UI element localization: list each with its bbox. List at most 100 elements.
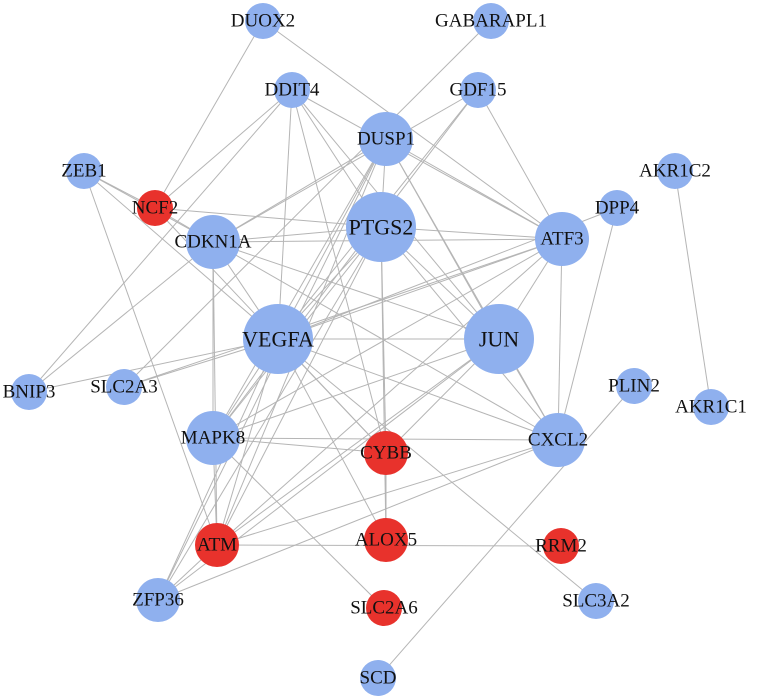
node-label-mapk8: MAPK8: [181, 428, 245, 449]
node-label-atm: ATM: [197, 535, 237, 556]
node-label-gdf15: GDF15: [449, 80, 506, 101]
edge-cdkn1a-atm: [212, 241, 218, 546]
edge-dusp1-cxcl2: [385, 138, 559, 441]
node-circle-ddit4: [274, 72, 310, 108]
node-circle-dusp1: [359, 112, 413, 166]
node-mapk8: MAPK8: [181, 411, 245, 465]
edge-dusp1-cdkn1a: [212, 138, 387, 243]
edge-zeb1-vegfa: [83, 170, 279, 340]
node-ddit4: DDIT4: [265, 72, 320, 108]
node-label-jun: JUN: [479, 327, 519, 352]
node-label-alox5: ALOX5: [355, 530, 417, 551]
edge-vegfa-bnip3: [28, 338, 279, 393]
node-label-vegfa: VEGFA: [242, 327, 314, 352]
node-circle-cybb: [364, 431, 408, 475]
edge-vegfa-slc3a2: [277, 338, 597, 602]
node-circle-slc2a3: [106, 369, 142, 405]
edge-plin2-scd: [377, 385, 635, 679]
edge-ddit4-bnip3: [28, 89, 293, 393]
node-circle-ncf2: [137, 190, 173, 226]
node-ncf2: NCF2: [132, 190, 178, 226]
edge-vegfa-atm: [216, 338, 279, 546]
node-slc2a3: SLC2A3: [90, 369, 158, 405]
edge-ptgs2-alox5: [380, 226, 387, 541]
node-zfp36: ZFP36: [132, 578, 184, 622]
node-label-rrm2: RRM2: [535, 536, 587, 557]
node-circle-bnip3: [11, 374, 47, 410]
node-slc3a2: SLC3A2: [562, 583, 630, 619]
node-scd: SCD: [360, 660, 396, 696]
node-label-slc3a2: SLC3A2: [562, 591, 630, 612]
node-circle-duox2: [245, 3, 281, 39]
edge-jun-atm: [216, 338, 500, 546]
edge-ddit4-cybb: [291, 89, 387, 454]
node-circle-akr1c2: [657, 153, 693, 189]
edge-zeb1-atm: [83, 170, 218, 546]
node-label-ncf2: NCF2: [132, 198, 178, 219]
node-label-akr1c2: AKR1C2: [639, 161, 711, 182]
edge-ncf2-ptgs2: [154, 207, 382, 228]
edge-atf3-cxcl2: [557, 238, 563, 441]
edge-mapk8-cybb: [212, 437, 387, 454]
node-label-zfp36: ZFP36: [132, 590, 184, 611]
node-ptgs2: PTGS2: [346, 192, 416, 262]
node-label-duox2: DUOX2: [231, 11, 295, 32]
node-akr1c2: AKR1C2: [639, 153, 711, 189]
node-circle-scd: [360, 660, 396, 696]
node-gabarapl1: GABARAPL1: [435, 3, 547, 39]
edge-dusp1-vegfa: [277, 138, 387, 340]
node-bnip3: BNIP3: [3, 374, 56, 410]
node-vegfa: VEGFA: [242, 304, 314, 374]
node-circle-plin2: [616, 368, 652, 404]
node-jun: JUN: [464, 304, 534, 374]
node-rrm2: RRM2: [535, 528, 587, 564]
node-label-plin2: PLIN2: [608, 376, 660, 397]
node-circle-gdf15: [460, 72, 496, 108]
node-circle-gabarapl1: [473, 3, 509, 39]
edge-atf3-atm: [216, 238, 563, 546]
edge-atf3-slc2a3: [123, 238, 563, 388]
edge-cdkn1a-cxcl2: [212, 241, 559, 441]
edge-ptgs2-atm: [216, 226, 382, 546]
node-label-bnip3: BNIP3: [3, 382, 56, 403]
node-circle-rrm2: [543, 528, 579, 564]
node-cdkn1a: CDKN1A: [174, 215, 252, 269]
node-label-atf3: ATF3: [540, 229, 583, 250]
node-label-ptgs2: PTGS2: [349, 215, 414, 240]
node-circle-dpp4: [599, 190, 635, 226]
edge-ptgs2-zfp36: [157, 226, 382, 601]
node-label-slc2a6: SLC2A6: [350, 598, 418, 619]
node-atm: ATM: [195, 523, 239, 567]
node-atf3: ATF3: [535, 212, 589, 266]
edge-gdf15-atf3: [477, 89, 563, 240]
node-circle-slc3a2: [578, 583, 614, 619]
node-label-akr1c1: AKR1C1: [675, 397, 747, 418]
node-akr1c1: AKR1C1: [675, 389, 747, 425]
node-circle-zfp36: [136, 578, 180, 622]
node-circle-ptgs2: [346, 192, 416, 262]
edge-ddit4-ncf2: [154, 89, 293, 209]
edge-cdkn1a-jun: [212, 241, 500, 340]
edge-ddit4-vegfa: [277, 89, 293, 340]
node-label-gabarapl1: GABARAPL1: [435, 11, 547, 32]
node-label-ddit4: DDIT4: [265, 80, 320, 101]
node-circle-cdkn1a: [186, 215, 240, 269]
edge-vegfa-alox5: [277, 338, 387, 541]
edge-dusp1-atf3: [385, 138, 563, 240]
node-circle-atf3: [535, 212, 589, 266]
edge-atf3-vegfa: [277, 238, 563, 340]
node-duox2: DUOX2: [231, 3, 295, 39]
edge-duox2-ncf2: [154, 20, 264, 209]
edge-vegfa-cxcl2: [277, 338, 559, 441]
node-cybb: CYBB: [360, 431, 412, 475]
edge-akr1c2-akr1c1: [674, 170, 712, 408]
node-circle-slc2a6: [366, 590, 402, 626]
node-circle-vegfa: [243, 304, 313, 374]
edge-gdf15-cdkn1a: [212, 89, 479, 243]
edge-vegfa-zfp36: [157, 338, 279, 601]
node-circle-zeb1: [66, 153, 102, 189]
edge-ddit4-atf3: [291, 89, 563, 240]
edge-duox2-atf3: [262, 20, 563, 240]
